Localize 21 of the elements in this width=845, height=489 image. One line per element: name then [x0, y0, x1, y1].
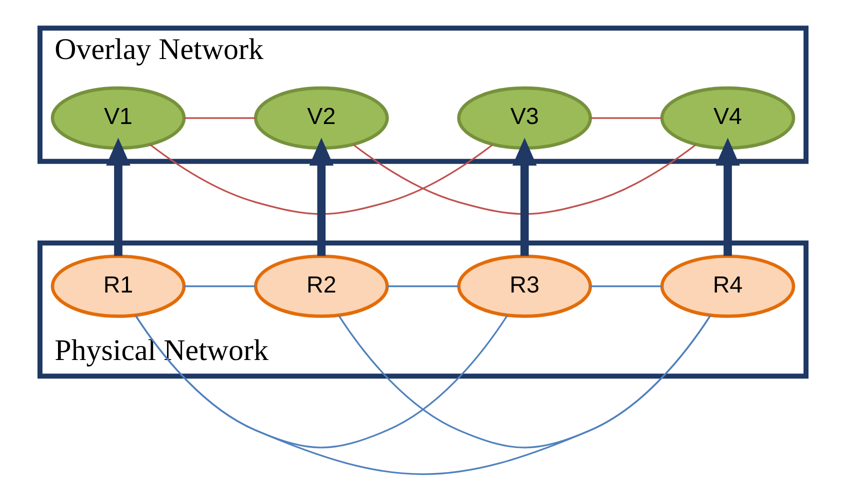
node-ellipse: R3 [456, 254, 592, 318]
node-ellipse: V2 [253, 86, 388, 150]
node-ellipse: V3 [456, 86, 592, 150]
arrow [512, 138, 536, 256]
connector [134, 315, 508, 448]
arrow [308, 138, 334, 256]
node-ellipse: R4 [660, 254, 795, 318]
connector [149, 144, 493, 215]
node-ellipse: R1 [50, 254, 186, 318]
connector [134, 315, 711, 475]
connector [590, 117, 662, 119]
connector [184, 117, 255, 119]
connector [590, 285, 662, 288]
connector [352, 144, 696, 215]
connector [386, 285, 458, 288]
connector [184, 285, 255, 288]
node-ellipse: R2 [253, 254, 388, 318]
node-ellipse: V4 [660, 86, 795, 150]
node-ellipse: V1 [50, 86, 186, 150]
arrow [106, 138, 130, 256]
arrow [715, 138, 740, 256]
